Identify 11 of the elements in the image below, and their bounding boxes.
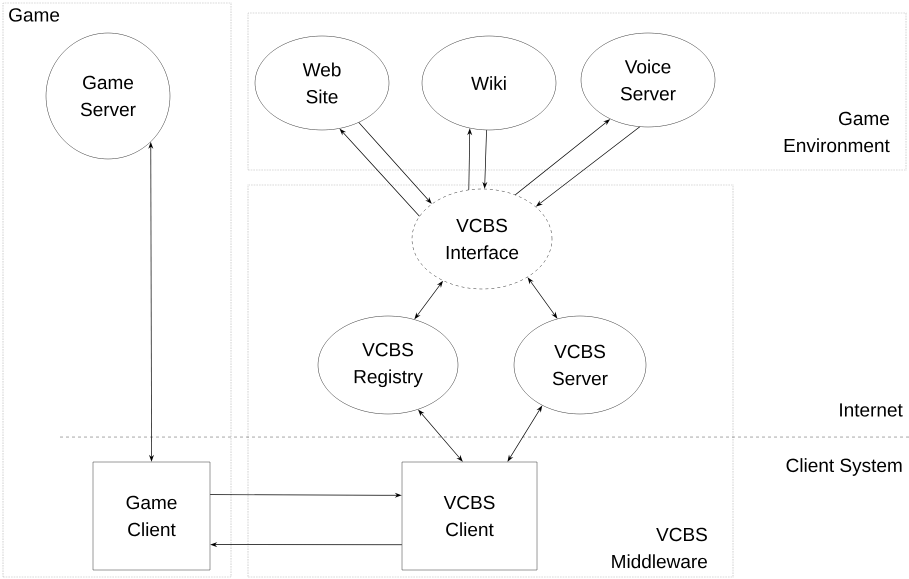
ellipse-node: Wiki [422,36,556,130]
ellipse-node: Voice Server [580,32,716,128]
process-box: Game Client [92,462,210,570]
zone-label: Client System [786,458,902,476]
ellipse-node: Web Site [254,36,390,130]
zone-label: Internet [840,403,903,417]
ellipse-node: VCBS Server [514,316,646,414]
ellipse-node: Game Server [46,32,170,160]
ellipse-node: VCBS Interface [412,188,552,290]
process-box: VCBS Client [402,462,538,570]
ellipse-node: VCBS Registry [318,316,458,414]
